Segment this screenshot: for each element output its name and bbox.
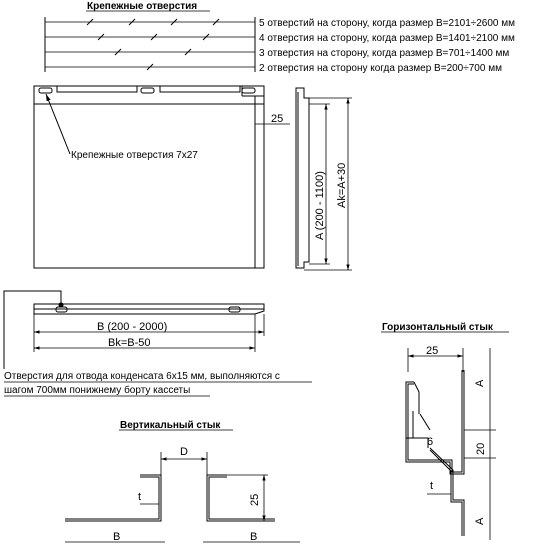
- top-flange-strip-left: [56, 85, 138, 93]
- row-1-label: 5 отверстий на сторону, когда размер B=2…: [259, 18, 515, 29]
- lower-hook: [405, 437, 429, 448]
- a-bottom-label: A: [474, 517, 486, 525]
- mounting-holes-section: Крепежные отверстия 5 отверстий на сторо…: [44, 1, 515, 74]
- fastener-tab: [419, 413, 431, 431]
- mounting-hole: [140, 87, 155, 94]
- left-profile-inner: [65, 476, 160, 520]
- upper-profile-inner: [407, 370, 463, 473]
- top-flange-strip-right: [159, 85, 241, 93]
- tick-marks-row-3: [114, 48, 192, 56]
- dim-20-label: 20: [475, 443, 487, 455]
- panel-outline: [33, 85, 265, 269]
- bottom-view: B (200 - 2000) Bk=B-50 Отверстия для отв…: [3, 290, 312, 397]
- tick-marks-row-2: [97, 33, 210, 41]
- dim-a-label: A (200 - 1100): [314, 171, 326, 240]
- tick-marks-row-1: [86, 18, 220, 26]
- note-leader: [3, 290, 62, 369]
- dim-b-label: B (200 - 2000): [97, 321, 167, 333]
- bottom-profile: [33, 303, 265, 315]
- drain-note-line-1: Отверстия для отвода конденсата 6x15 мм,…: [4, 371, 280, 382]
- callout-leader: [45, 93, 71, 155]
- dim-t-label: t: [138, 491, 141, 503]
- dim-bk-label: Bk=B-50: [108, 337, 151, 349]
- six-label: 6: [427, 436, 433, 448]
- drain-hole: [228, 306, 241, 313]
- left-profile-outer: [65, 474, 162, 522]
- mounting-hole: [241, 87, 256, 94]
- upper-hook: [413, 381, 420, 414]
- dim-t-label: t: [430, 480, 433, 492]
- a-top-label: A: [474, 379, 486, 387]
- side-view: A (200 - 1100) Ak=A+30: [295, 87, 352, 271]
- right-profile-inner: [208, 476, 275, 520]
- horizontal-joint-title: Горизонтальный стык: [382, 322, 494, 333]
- vertical-joint: Вертикальный стык D t 25 B B: [65, 420, 300, 543]
- mounting-holes-title: Крепежные отверстия: [87, 1, 197, 12]
- panel-dim-25: 25: [271, 113, 283, 125]
- vertical-joint-title: Вертикальный стык: [120, 420, 221, 431]
- side-profile: [295, 87, 310, 269]
- mounting-hole: [38, 87, 53, 94]
- dim-d-label: D: [180, 446, 188, 458]
- drain-note-line-2: шагом 700мм понижнему борту кассеты: [4, 384, 190, 396]
- dim-25-label: 25: [426, 345, 438, 357]
- mounting-holes-callout: Крепежные отверстия 7x27: [71, 150, 198, 161]
- dim-ak-label: Ak=A+30: [336, 163, 348, 208]
- b-left-label: B: [113, 531, 120, 543]
- dim-25-label: 25: [249, 494, 261, 506]
- row-3-label: 3 отверстия на сторону, когда размер B=7…: [259, 48, 509, 59]
- horizontal-joint: Горизонтальный стык 25 6 A 20 A t: [381, 322, 509, 540]
- row-2-label: 4 отверстия на сторону, когда размер B=1…: [259, 33, 515, 44]
- upper-profile-outer: [405, 370, 465, 475]
- right-profile-outer: [206, 474, 275, 522]
- b-right-label: B: [250, 531, 257, 543]
- lower-profile: [429, 447, 465, 536]
- row-4-label: 2 отверстия на сторону когда размер B=20…: [259, 63, 502, 74]
- cassette-panel: Крепежные отверстия 7x27 25: [33, 85, 290, 269]
- tick-marks-row-4: [146, 63, 154, 71]
